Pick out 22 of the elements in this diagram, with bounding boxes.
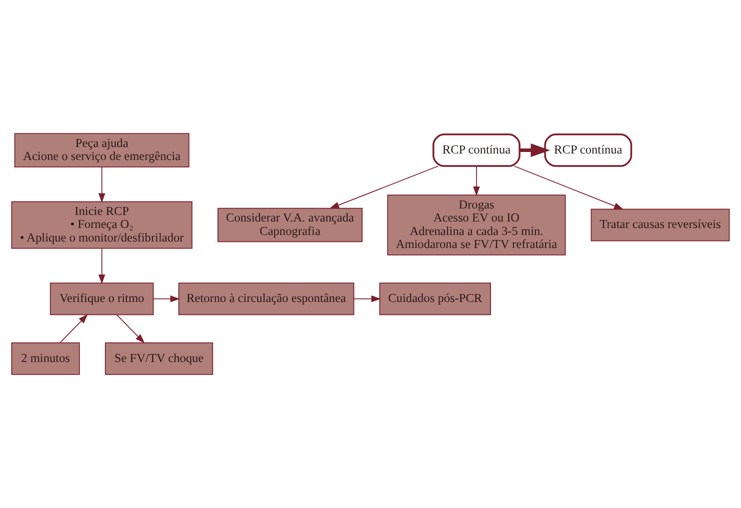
arrow	[98, 248, 106, 284]
arrow	[60, 314, 88, 343]
node-box: Inicie RCP • Forneça O₂ • Aplique o monitor/desfibrilador	[11, 201, 192, 249]
node-box: 2 minutos	[11, 342, 80, 375]
arrow	[354, 295, 382, 302]
arrow	[153, 295, 180, 302]
node-box: Retorno à circulação espontânea	[178, 282, 354, 316]
node-box: Verifique o ritmo	[50, 282, 154, 316]
node-box: Se FV/TV choque	[104, 342, 214, 375]
node-box: RCP contínua	[544, 134, 632, 167]
node-box: Peça ajuda Acione o serviço de emergência	[14, 133, 190, 168]
arrow	[520, 143, 550, 158]
arrow	[329, 166, 438, 209]
node-box: Cuidados pós-PCR	[379, 282, 491, 316]
arrow	[116, 314, 145, 344]
node-box: Tratar causas reversíveis	[590, 208, 730, 242]
node-box: Drogas Acesso EV ou IO Adrenalina a cada 3-5 min. Amiodarona se FV/TV refratária	[387, 194, 566, 256]
arrow	[98, 166, 106, 203]
arrow	[514, 166, 624, 210]
node-box: Considerar V.A. avançada Capnografia	[217, 208, 363, 242]
arrow	[473, 166, 480, 196]
node-box: RCP contínua	[432, 134, 520, 167]
